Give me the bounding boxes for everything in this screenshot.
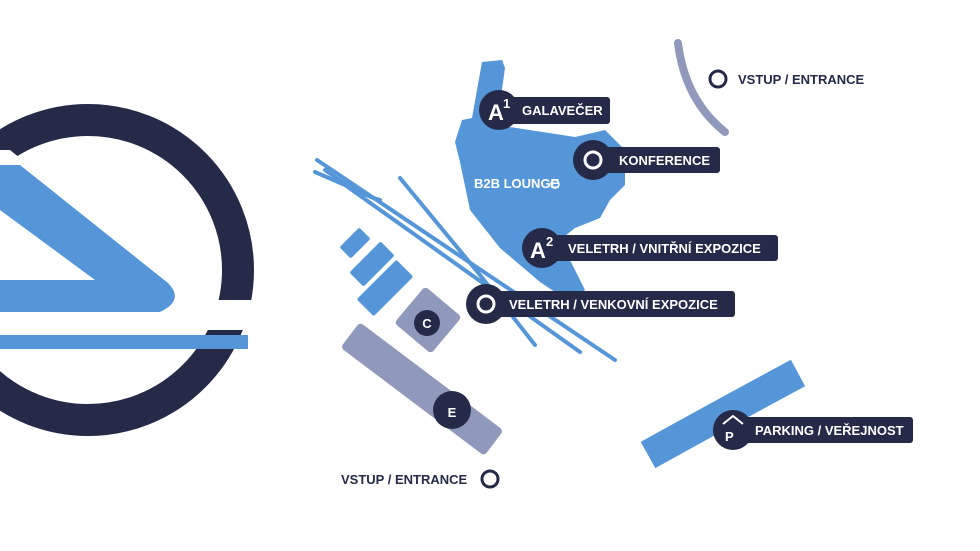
a1-text: GALAVEČER [522,103,603,118]
location-icon [708,69,728,89]
location-icon [583,150,603,170]
label-a2[interactable]: A 2 VELETRH / VNITŘNÍ EXPOZICE [522,228,778,268]
location-icon [476,294,496,314]
label-b2b-lounge[interactable]: B2B LOUNGE [474,176,560,191]
konference-text: KONFERENCE [619,153,710,168]
parking-roof-icon [722,414,744,425]
a1-sup: 1 [503,96,510,111]
building-c-label: C [422,316,432,331]
label-venkovni[interactable]: VELETRH / VENKOVNÍ EXPOZICE [466,284,735,324]
a2-text: VELETRH / VNITŘNÍ EXPOZICE [568,241,761,256]
walkway-arc [674,39,729,136]
a1-badge: A [488,100,504,125]
entrance-bottom[interactable]: VSTUP / ENTRANCE [341,469,500,489]
small-buildings [340,228,413,316]
b2b-text: B2B LOUNGE [474,176,560,191]
building-c: C [395,287,461,353]
entrance-bottom-text: VSTUP / ENTRANCE [341,472,467,487]
label-parking[interactable]: P PARKING / VEŘEJNOST [713,410,913,450]
parking-badge: P [725,429,734,444]
a2-sup: 2 [546,234,553,249]
entrance-top[interactable]: VSTUP / ENTRANCE [708,69,864,89]
location-icon [480,469,500,489]
building-e: E [342,323,502,455]
parking-text: PARKING / VEŘEJNOST [755,423,904,438]
location-icon [550,179,560,189]
building-e-label: E [448,405,457,420]
logo [0,104,260,436]
label-konference[interactable]: KONFERENCE [573,140,720,180]
a2-badge: A [530,238,546,263]
entrance-top-text: VSTUP / ENTRANCE [738,72,864,87]
label-a1[interactable]: A 1 GALAVEČER [479,90,610,130]
venkovni-text: VELETRH / VENKOVNÍ EXPOZICE [509,297,718,312]
